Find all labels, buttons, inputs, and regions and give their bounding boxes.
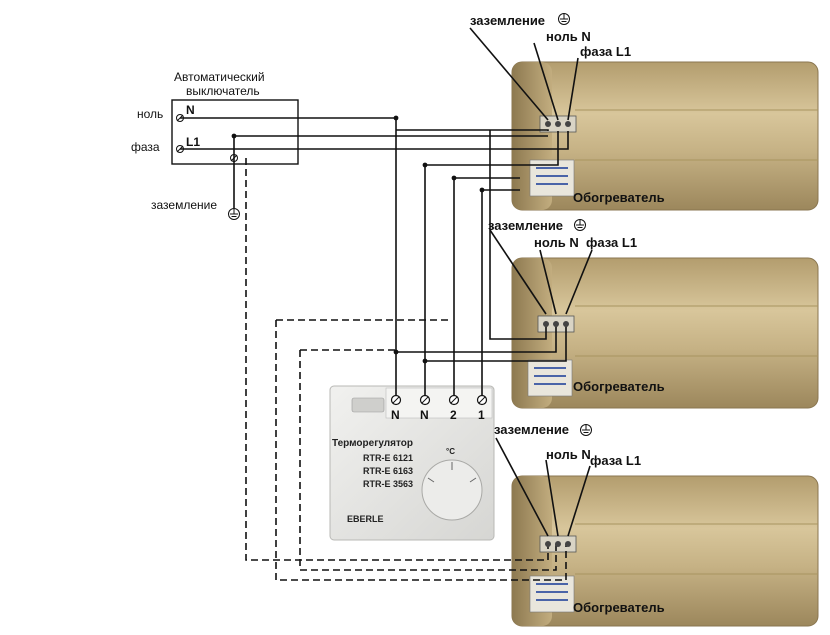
heater-3-terminals — [545, 541, 571, 547]
thermostat-terminal-1: 1 — [478, 408, 485, 422]
ground-icon — [580, 424, 592, 436]
heater-2-phase-label: фаза L1 — [586, 235, 637, 250]
heater-3-name: Обогреватель — [573, 600, 665, 615]
breaker-neutral-label: ноль — [137, 107, 163, 121]
ground-icon — [574, 219, 586, 231]
heater-2 — [511, 257, 819, 409]
thermostat-terminal-n1: N — [391, 408, 400, 422]
heater-3-ground-label: заземление — [494, 422, 569, 437]
breaker-terminal-l1: L1 — [186, 135, 200, 149]
breaker-ground-label: заземление — [151, 198, 217, 212]
heater-2-terminals — [543, 321, 569, 327]
heater-1-phase-label: фаза L1 — [580, 44, 631, 59]
heater-3-labels: заземление ноль N фаза L1 Обогреватель — [494, 422, 665, 615]
breaker-title-line2: выключатель — [186, 84, 260, 98]
heater-1-name: Обогреватель — [573, 190, 665, 205]
ground-icon — [558, 13, 570, 25]
thermostat-terminal-n2: N — [420, 408, 429, 422]
thermostat-unit: °C — [446, 447, 455, 456]
heater-1-neutral-label: ноль N — [546, 29, 591, 44]
thermostat-model-1: RTR-E 6121 — [363, 453, 413, 463]
thermostat-model-3: RTR-E 3563 — [363, 479, 413, 489]
heater-1-ground-label: заземление — [470, 13, 545, 28]
ground-icon — [228, 208, 240, 220]
heater-2-neutral-label: ноль N — [534, 235, 579, 250]
breaker-terminal-n: N — [186, 103, 195, 117]
thermostat-title: Терморегулятор — [332, 438, 413, 449]
thermostat-switch — [351, 397, 385, 413]
thermostat-brand: EBERLE — [347, 514, 384, 524]
heater-1-terminals — [545, 121, 571, 127]
heater-2-labels: заземление ноль N фаза L1 Обогреватель — [488, 218, 665, 394]
solid-wires — [180, 115, 569, 396]
thermostat-model-2: RTR-E 6163 — [363, 466, 413, 476]
heater-2-ground-label: заземление — [488, 218, 563, 233]
thermostat — [329, 385, 495, 541]
heater-3 — [511, 475, 819, 627]
thermostat-dial — [421, 459, 483, 521]
breaker-title-line1: Автоматический — [174, 70, 265, 84]
heater-2-name: Обогреватель — [573, 379, 665, 394]
thermostat-terminals: N N 2 1 — [390, 394, 488, 422]
heater-1-labels: заземление ноль N фаза L1 Обогреватель — [469, 13, 665, 205]
breaker-phase-label: фаза — [131, 140, 160, 154]
thermostat-terminal-2: 2 — [450, 408, 457, 422]
dashed-wires — [245, 158, 567, 581]
heater-3-phase-label: фаза L1 — [590, 453, 641, 468]
heater-3-neutral-label: ноль N — [546, 447, 591, 462]
heater-1 — [511, 61, 819, 211]
